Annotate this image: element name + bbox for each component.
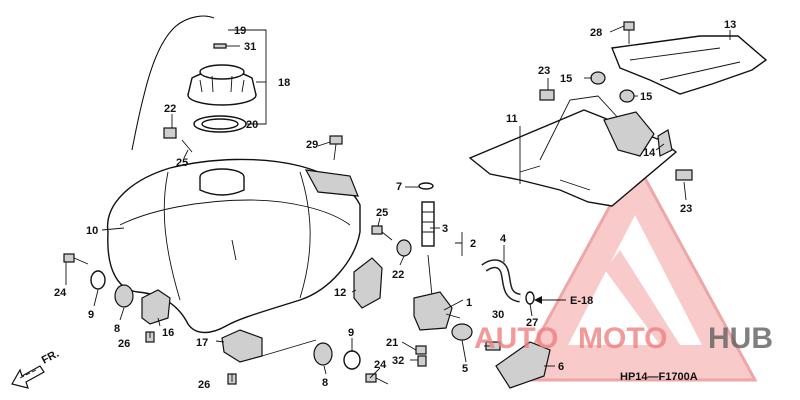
callout-26a: 26	[118, 338, 130, 350]
watermark-auto: AUTO	[474, 322, 558, 355]
callout-25a: 25	[176, 157, 188, 169]
valve-cover-12	[353, 257, 383, 309]
callout-13: 13	[724, 19, 736, 31]
strainer-3	[421, 201, 435, 247]
bracket-17	[221, 329, 263, 363]
callout-9b: 9	[348, 327, 354, 339]
reference-arrow: E-18	[534, 295, 593, 307]
callout-16: 16	[162, 327, 174, 339]
callout-18: 18	[278, 77, 290, 89]
hose-clip-27	[525, 291, 535, 305]
fuel-valve-1	[413, 254, 461, 331]
callout-4: 4	[500, 233, 507, 245]
callout-28: 28	[590, 27, 602, 39]
callout-3: 3	[442, 223, 448, 235]
clip-14	[657, 129, 673, 157]
callout-22b: 22	[392, 269, 404, 281]
callout-30: 30	[492, 309, 504, 321]
rubber-23b	[675, 169, 693, 181]
watermark-triangle	[512, 156, 758, 382]
callout-20: 20	[246, 119, 258, 131]
callout-25b: 25	[376, 207, 388, 219]
callout-23b: 23	[680, 203, 692, 215]
bolt-25a	[181, 139, 193, 153]
callout-27: 27	[526, 317, 538, 329]
callout-22a: 22	[164, 103, 176, 115]
watermark-moto: MOTO	[578, 322, 667, 355]
plate-13	[611, 35, 768, 95]
callout-17: 17	[196, 337, 208, 349]
callout-11: 11	[506, 113, 518, 125]
callout-2: 2	[470, 238, 476, 250]
callout-24b: 24	[374, 359, 387, 371]
tray-11	[468, 95, 678, 207]
grommet-15a	[590, 71, 606, 85]
callout-6: 6	[558, 361, 564, 373]
leader-lines	[65, 25, 731, 382]
rubber-22b	[396, 239, 412, 257]
valve-plate-6	[495, 341, 551, 389]
ref-e18-label: E-18	[570, 295, 593, 307]
grommet-15b	[619, 89, 635, 103]
cap-gasket	[193, 115, 247, 133]
callout-23a: 23	[538, 65, 550, 77]
callout-8b: 8	[322, 377, 328, 389]
front-arrow: FR.	[11, 348, 61, 389]
callout-7: 7	[396, 181, 402, 193]
callout-12: 12	[334, 287, 346, 299]
callout-31: 31	[244, 41, 256, 53]
callout-labels: 19 31 18 20 22 25 29 10 7 3 2 25 22 4 24…	[54, 19, 736, 391]
callout-15b: 15	[640, 91, 652, 103]
collar-9a	[90, 270, 106, 290]
o-ring-7	[418, 182, 434, 190]
callout-32: 32	[392, 355, 404, 367]
bracket-16	[141, 289, 171, 325]
callout-21: 21	[386, 337, 398, 349]
bolt-25b	[371, 225, 393, 241]
washer-32	[417, 355, 427, 367]
bolt-24a	[63, 253, 89, 265]
rubber-23a	[539, 89, 555, 101]
rubber-8a	[114, 284, 134, 308]
front-label: FR.	[40, 348, 61, 367]
callout-26b: 26	[198, 379, 210, 391]
watermark-hub: HUB	[708, 322, 773, 355]
callout-8a: 8	[114, 323, 120, 335]
bolt-29	[329, 135, 343, 161]
bolt-24b	[365, 373, 389, 385]
rubber-8b	[313, 342, 333, 366]
knob-5	[451, 323, 473, 341]
callout-24a: 24	[54, 287, 67, 299]
callout-29: 29	[306, 139, 318, 151]
collar-9b	[343, 350, 361, 370]
bolt-21	[415, 345, 427, 355]
callout-10: 10	[86, 225, 98, 237]
callout-5: 5	[462, 363, 468, 375]
fuel-hose-4	[481, 259, 522, 303]
watermark-text: AUTO MOTO HUB	[474, 322, 773, 355]
bolt-28	[623, 21, 635, 44]
callout-1: 1	[466, 297, 472, 309]
bolt-22a	[163, 127, 177, 139]
fuel-cap	[187, 64, 257, 106]
callout-19: 19	[234, 25, 246, 37]
diagram-code: HP14—F1700A	[620, 371, 698, 383]
callout-9a: 9	[88, 309, 94, 321]
callout-15a: 15	[560, 73, 572, 85]
hose-clip	[213, 43, 227, 49]
callout-14: 14	[643, 147, 656, 159]
